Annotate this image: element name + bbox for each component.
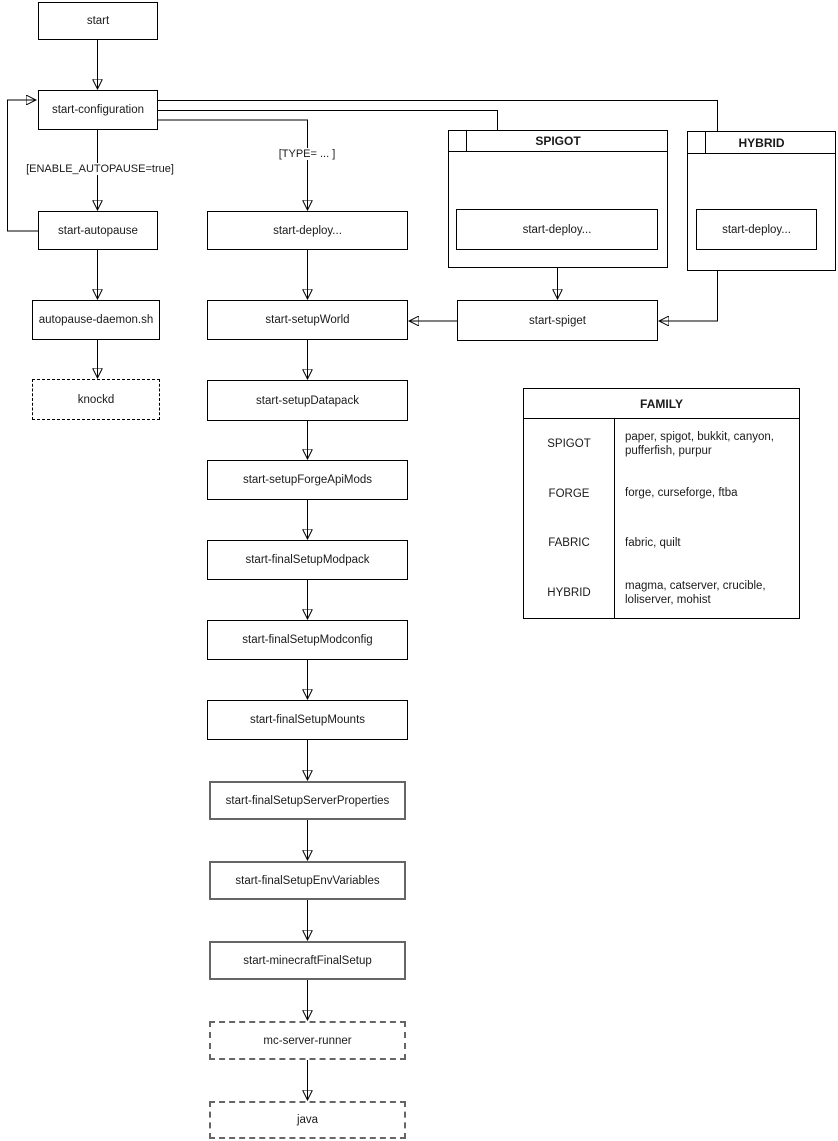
family-table-body: SPIGOT paper, spigot, bukkit, canyon, pu… <box>524 419 799 618</box>
node-start-setupworld: start-setupWorld <box>207 300 408 340</box>
family-table-column-divider <box>614 419 615 618</box>
family-row-forge: FORGE forge, curseforge, ftba <box>524 469 799 519</box>
family-values: paper, spigot, bukkit, canyon, pufferfis… <box>625 430 774 457</box>
edge-label-enable-autopause: [ENABLE_AUTOPAUSE=true] <box>24 163 176 175</box>
node-hybrid-start-deploy: start-deploy... <box>696 209 817 250</box>
container-spigot-title: SPIGOT <box>535 134 581 148</box>
node-java: java <box>209 1101 406 1139</box>
node-start-finalsetupmodconfig: start-finalSetupModconfig <box>207 620 408 660</box>
container-spigot-header: SPIGOT <box>449 131 667 152</box>
node-start-finalsetupmounts: start-finalSetupMounts <box>207 700 408 740</box>
edge-hybrid-deploy-to-spiget <box>659 250 718 321</box>
node-start-autopause: start-autopause <box>38 211 158 250</box>
edge-label-type: [TYPE= ... ] <box>276 148 338 160</box>
family-row-hybrid: HYBRID magma, catserver, crucible, lolis… <box>524 568 799 618</box>
family-key: FABRIC <box>548 537 590 550</box>
edge-configuration-to-deploy-mid <box>158 119 308 210</box>
node-start-minecraftfinalsetup: start-minecraftFinalSetup <box>209 941 406 980</box>
node-start-spiget: start-spiget <box>457 300 658 341</box>
node-start: start <box>38 2 158 40</box>
node-start-deploy: start-deploy... <box>207 211 408 250</box>
node-start-finalsetupserverproperties: start-finalSetupServerProperties <box>209 781 406 820</box>
family-row-spigot: SPIGOT paper, spigot, bukkit, canyon, pu… <box>524 419 799 469</box>
edge-autopause-loop-to-configuration <box>7 100 38 232</box>
family-table-title: FAMILY <box>524 389 799 419</box>
container-spigot-header-notch <box>466 131 467 151</box>
family-values: magma, catserver, crucible, loliserver, … <box>625 579 766 607</box>
family-key: HYBRID <box>547 587 591 600</box>
node-start-finalsetupmodpack: start-finalSetupModpack <box>207 540 408 580</box>
family-key: FORGE <box>548 487 590 500</box>
node-mc-server-runner: mc-server-runner <box>209 1021 406 1060</box>
family-values: forge, curseforge, ftba <box>625 487 738 500</box>
node-spigot-start-deploy: start-deploy... <box>456 209 658 250</box>
node-knockd: knockd <box>32 379 160 420</box>
container-hybrid-header: HYBRID <box>688 132 835 154</box>
node-start-finalsetupenvvariables: start-finalSetupEnvVariables <box>209 861 406 900</box>
family-values: fabric, quilt <box>625 537 681 550</box>
node-autopause-daemon: autopause-daemon.sh <box>32 300 160 340</box>
node-start-setupdatapack: start-setupDatapack <box>207 380 408 421</box>
family-table: FAMILY SPIGOT paper, spigot, bukkit, can… <box>523 388 800 619</box>
node-start-configuration: start-configuration <box>38 90 158 130</box>
container-hybrid: HYBRID <box>687 131 836 271</box>
container-hybrid-title: HYBRID <box>738 135 785 150</box>
family-key: SPIGOT <box>547 437 591 450</box>
node-start-setupforgeapimods: start-setupForgeApiMods <box>207 460 408 500</box>
family-row-fabric: FABRIC fabric, quilt <box>524 519 799 569</box>
container-hybrid-header-notch <box>705 132 706 153</box>
